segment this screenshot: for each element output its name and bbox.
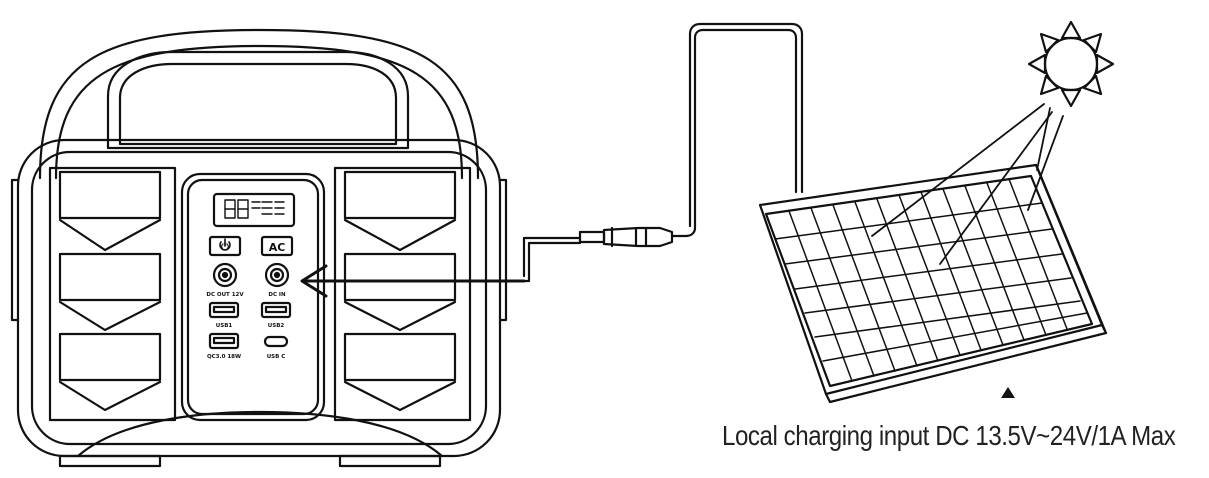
usbc-label: USB C bbox=[267, 354, 286, 360]
station-body bbox=[16, 138, 502, 458]
power-icon bbox=[219, 238, 231, 251]
control-panel bbox=[180, 172, 326, 422]
usb2-label: USB2 bbox=[268, 323, 285, 329]
sun-icon bbox=[1027, 20, 1115, 108]
qc-label: QC3.0 18W bbox=[207, 354, 241, 360]
carry-handle bbox=[38, 28, 480, 180]
lcd-display bbox=[212, 192, 296, 228]
ac-button-label: AC bbox=[269, 241, 286, 254]
charging-caption: Local charging input DC 13.5V~24V/1A Max bbox=[722, 420, 1176, 451]
power-station bbox=[10, 28, 508, 468]
arrow-icon bbox=[300, 264, 526, 298]
dc-connector bbox=[602, 226, 674, 248]
solar-panel bbox=[758, 163, 1108, 404]
triangle-marker-icon bbox=[1001, 387, 1015, 398]
power-button-label: ⏻ bbox=[221, 241, 229, 253]
dc-in-port bbox=[264, 262, 290, 288]
dc-in-label: DC IN bbox=[268, 292, 286, 298]
sun-rays bbox=[871, 103, 1064, 265]
left-grille bbox=[48, 166, 177, 422]
right-grille bbox=[333, 166, 472, 422]
ac-button[interactable] bbox=[260, 235, 294, 257]
usb1-port bbox=[208, 301, 240, 319]
qc-port bbox=[208, 332, 240, 350]
dc-out-label: DC OUT 12V bbox=[206, 292, 244, 298]
dc-out-port bbox=[212, 262, 238, 288]
usb2-port bbox=[260, 301, 292, 319]
power-button[interactable] bbox=[208, 235, 242, 257]
usb1-label: USB1 bbox=[216, 323, 233, 329]
usbc-port bbox=[263, 335, 289, 348]
